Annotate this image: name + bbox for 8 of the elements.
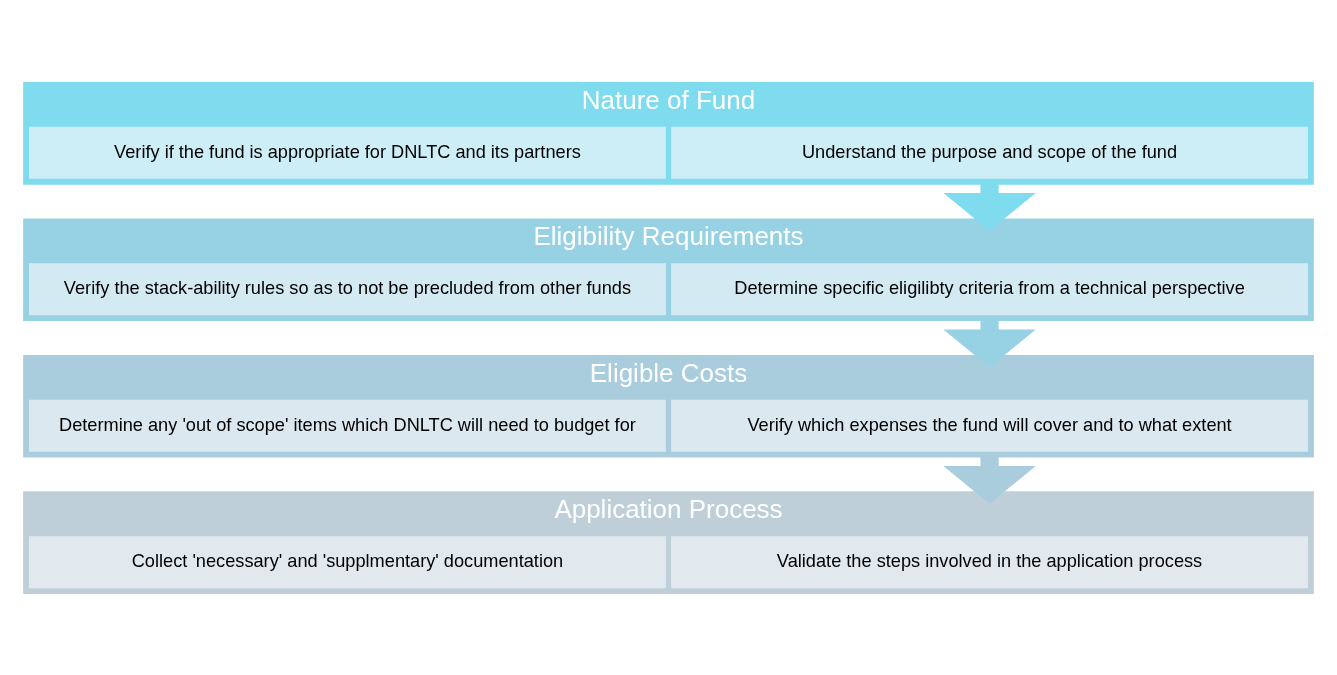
node-box: Verify the stack-ability rules so as to not be precluded from other funds xyxy=(29,262,666,315)
node-box: Understand the purpose and scope of the fund xyxy=(671,126,1308,179)
node-box: Collect 'necessary' and 'supplmentary' documentation xyxy=(29,535,666,588)
node-box: Validate the steps involved in the application process xyxy=(671,535,1308,588)
node-box: Verify if the fund is appropriate for DNLTC and its partners xyxy=(29,126,666,179)
node-box: Verify which expenses the fund will cover and to what extent xyxy=(671,399,1308,452)
node-box: Determine any 'out of scope' items which DNLTC will need to budget for xyxy=(29,399,666,452)
node-box: Determine specific eligilibty criteria from a technical perspective xyxy=(671,262,1308,315)
